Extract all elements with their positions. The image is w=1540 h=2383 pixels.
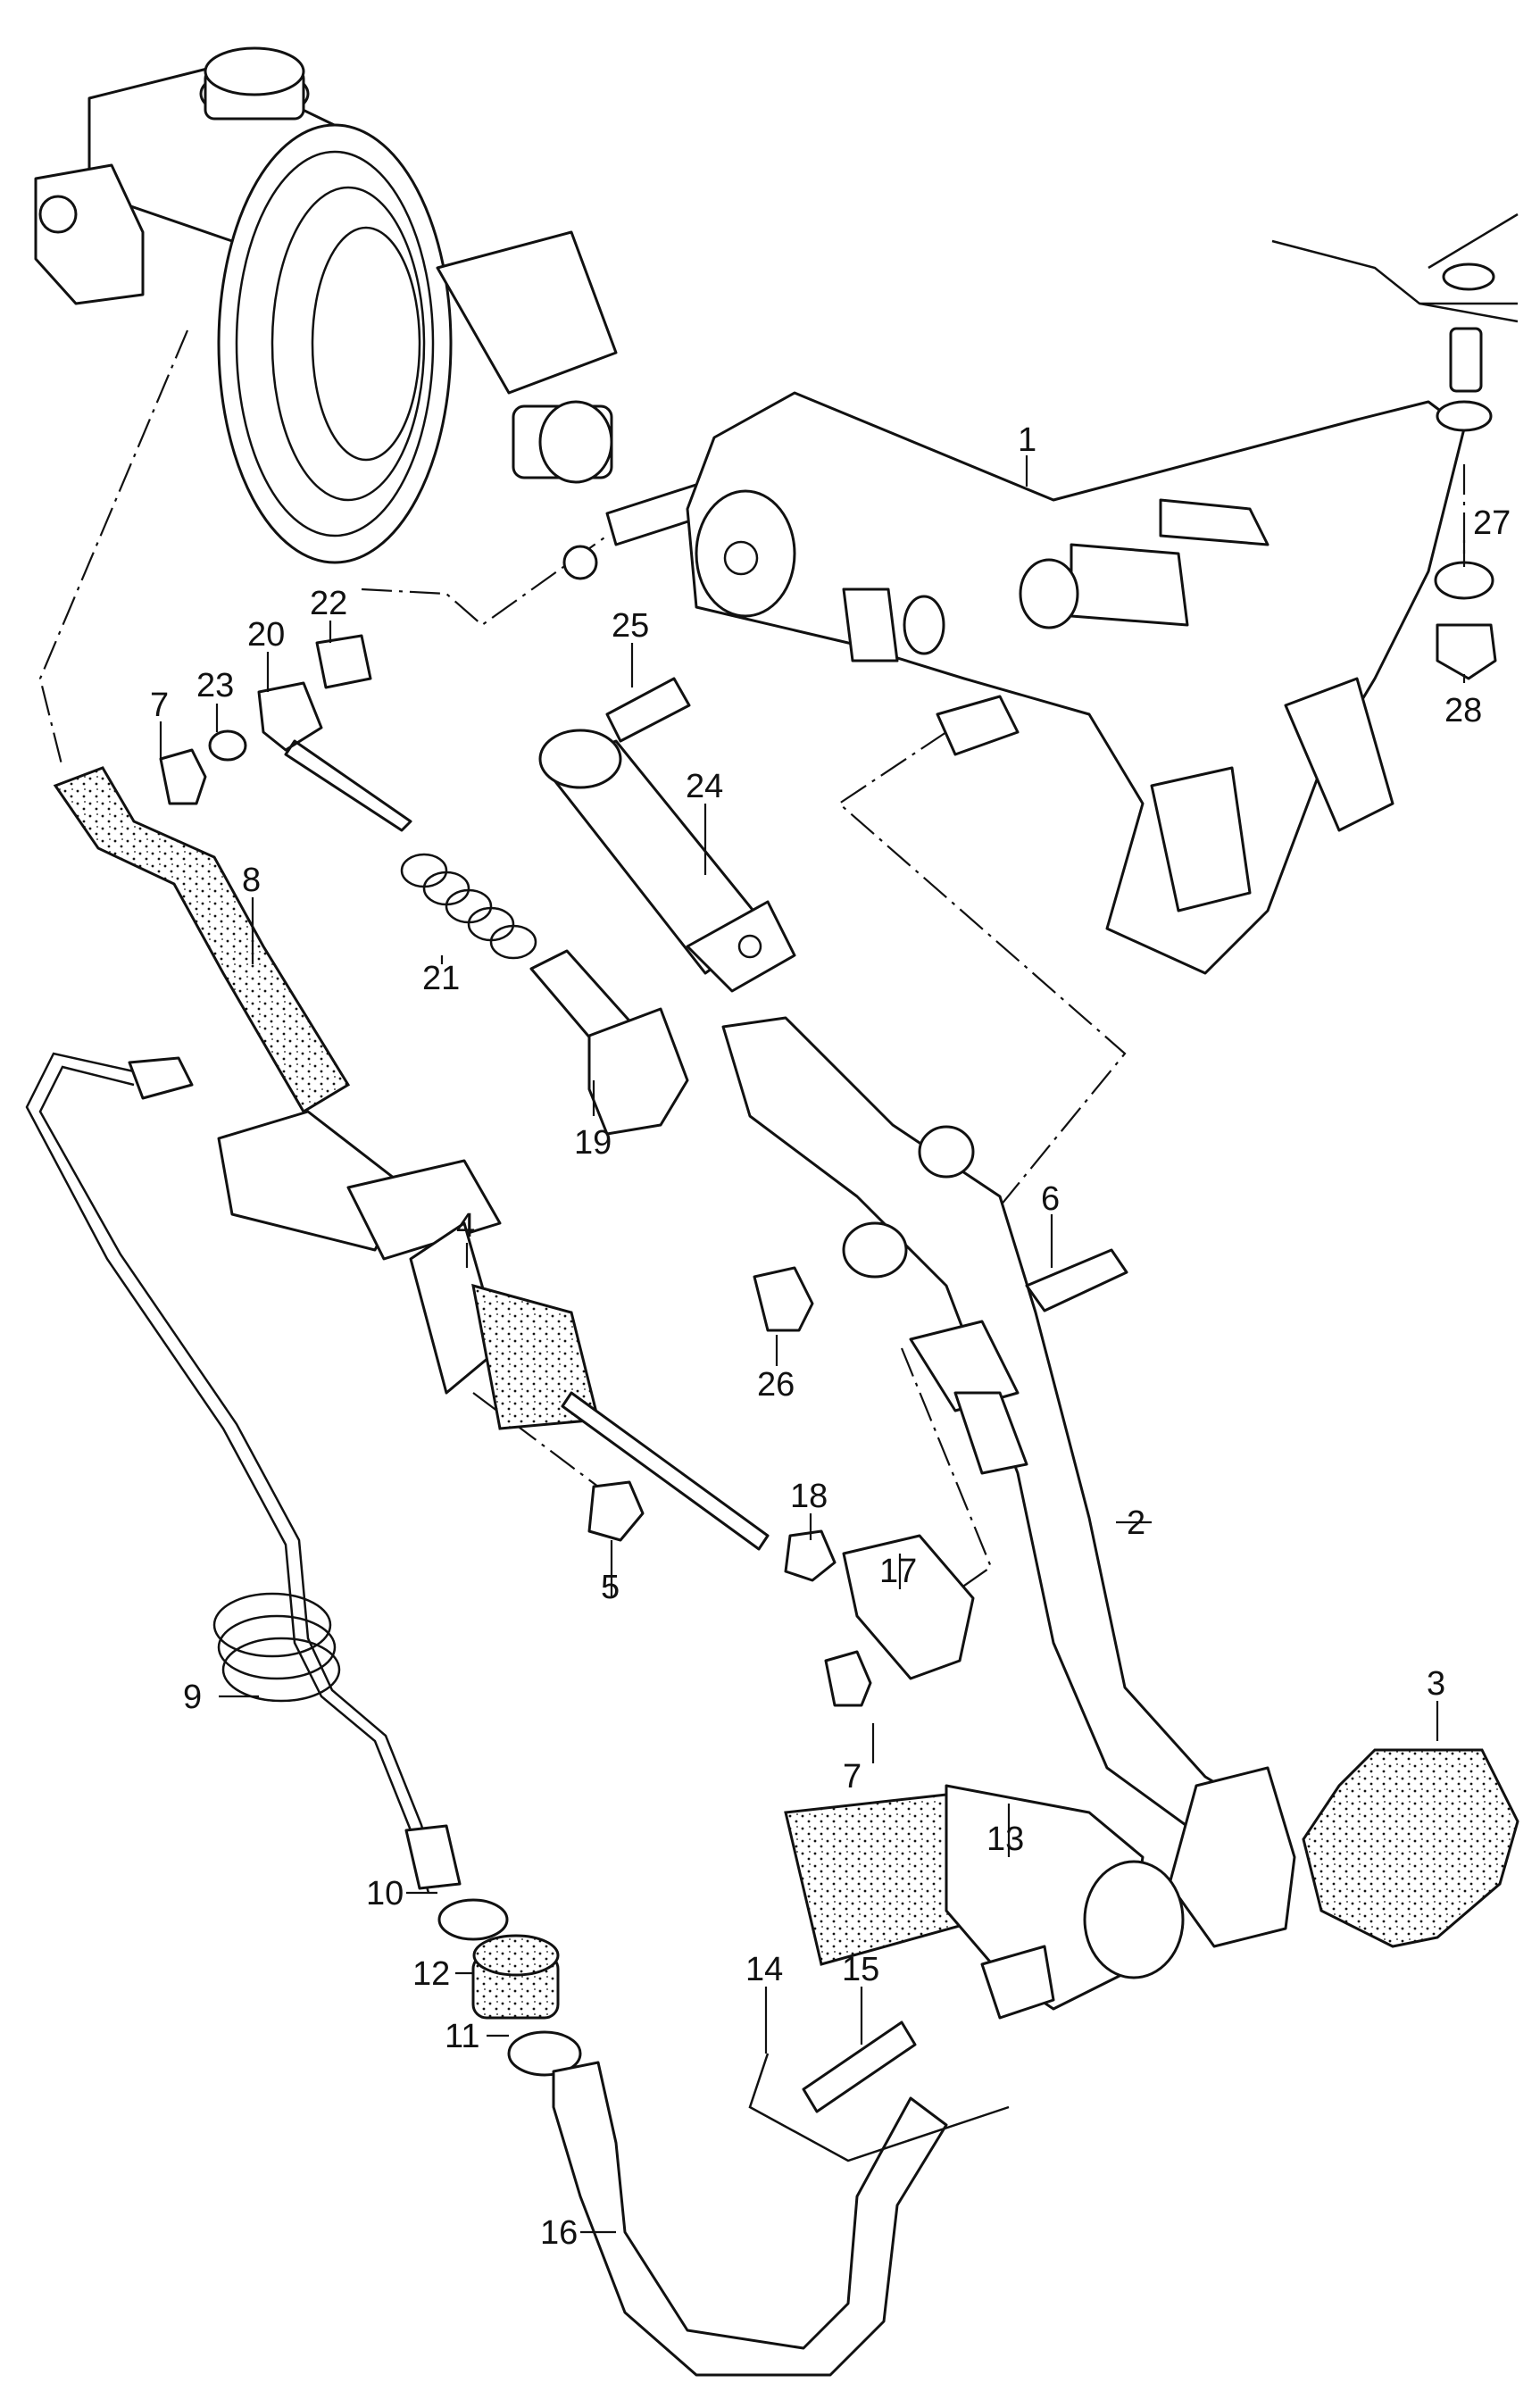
spring-21	[400, 853, 537, 960]
nut-5	[587, 1480, 645, 1542]
bushing-22	[315, 634, 372, 689]
clip-7-lower	[824, 1650, 872, 1707]
clip-26	[753, 1266, 814, 1332]
label-2: 2	[1127, 1504, 1145, 1542]
bracket-14	[748, 2053, 1010, 2162]
brake-servo-master-cylinder	[34, 46, 743, 580]
pin-25	[605, 677, 691, 743]
washer-10	[437, 1898, 509, 1941]
clevis-17	[842, 1534, 975, 1680]
clip-19	[587, 1007, 689, 1136]
link-20	[257, 681, 412, 832]
label-22: 22	[310, 585, 347, 622]
label-1: 1	[1018, 421, 1036, 459]
nut-28	[1436, 623, 1497, 680]
label-23: 23	[196, 667, 234, 704]
washer-27	[1434, 561, 1494, 600]
label-17: 17	[879, 1553, 917, 1590]
label-11: 11	[445, 2018, 479, 2055]
pushrod	[561, 1391, 770, 1551]
assembly-chain-lines	[38, 329, 1466, 1599]
label-15: 15	[842, 1951, 879, 1988]
over-centre-spring-24	[538, 729, 796, 993]
label-9: 9	[183, 1679, 202, 1716]
label-13: 13	[986, 1821, 1024, 1858]
hose-16	[552, 2061, 948, 2377]
label-3: 3	[1427, 1665, 1445, 1703]
clutch-pedal	[721, 1016, 1296, 1948]
bolt-6	[1025, 1248, 1128, 1312]
clip-7-upper	[159, 748, 207, 805]
label-7-upper: 7	[150, 687, 169, 724]
pedal-bracket	[686, 391, 1466, 975]
label-21: 21	[422, 960, 460, 997]
mounting-panel-with-stud	[1271, 212, 1519, 432]
washer-23	[208, 729, 247, 762]
label-10: 10	[366, 1875, 404, 1912]
pipe-9	[25, 1052, 462, 1894]
label-24: 24	[686, 768, 723, 805]
clutch-master-cylinder-4	[217, 1110, 600, 1430]
washer-11	[507, 2030, 582, 2077]
label-14: 14	[745, 1951, 783, 1988]
nut-18	[784, 1529, 837, 1582]
label-25: 25	[612, 607, 649, 645]
label-27: 27	[1473, 504, 1511, 542]
label-19: 19	[574, 1124, 612, 1162]
label-16: 16	[540, 2214, 578, 2252]
pin-15	[802, 2021, 917, 2113]
label-4: 4	[456, 1207, 475, 1245]
label-12: 12	[412, 1955, 450, 1993]
label-20: 20	[247, 616, 285, 654]
label-26: 26	[757, 1366, 795, 1404]
leader-lines	[159, 455, 1466, 2234]
label-8: 8	[242, 862, 261, 899]
pedal-pad-3	[1302, 1748, 1519, 1948]
label-18: 18	[790, 1478, 828, 1515]
hose-8	[53, 766, 351, 1114]
slave-cylinder-13	[784, 1784, 1185, 2020]
label-6: 6	[1041, 1180, 1060, 1218]
label-5: 5	[601, 1569, 620, 1606]
label-7-lower: 7	[843, 1758, 862, 1796]
label-28: 28	[1444, 692, 1482, 729]
seal-12	[471, 1934, 560, 2020]
